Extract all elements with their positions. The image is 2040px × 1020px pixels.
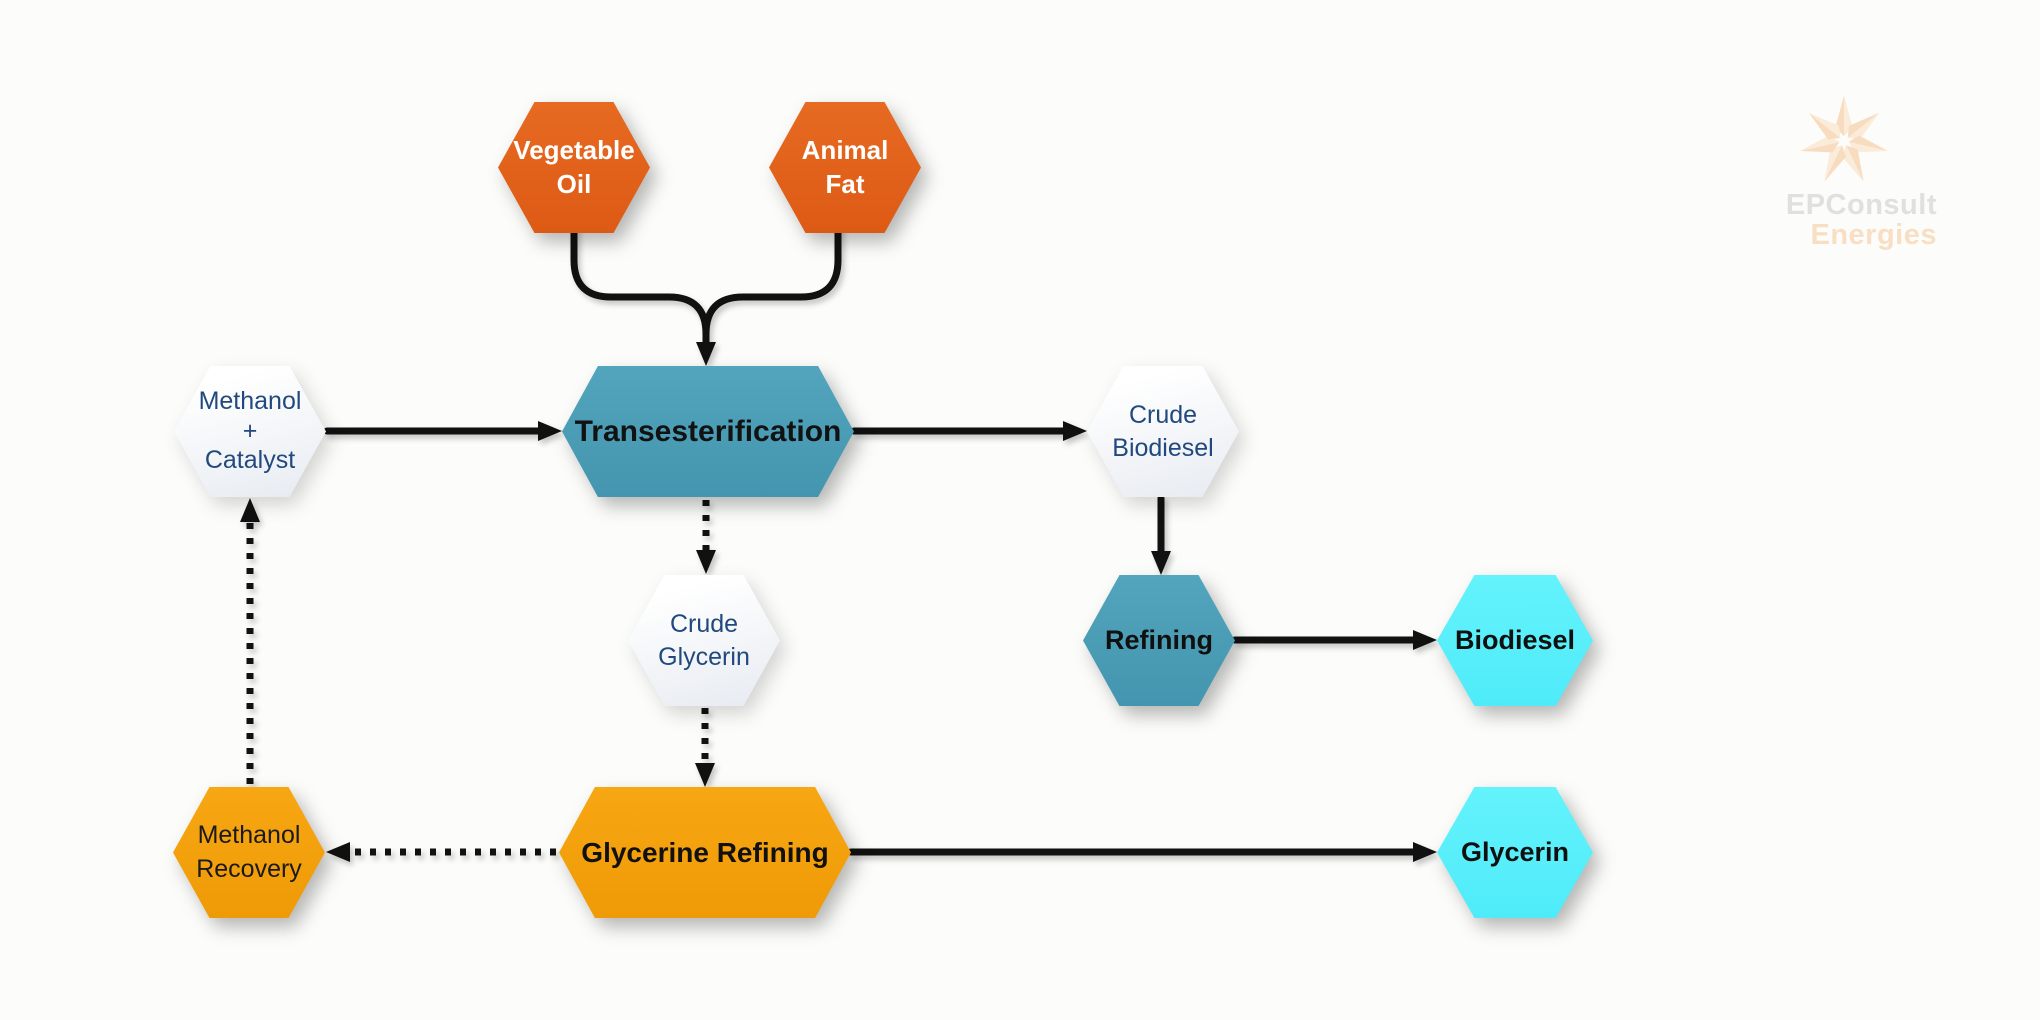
node-vegetable-oil: Vegetable Oil	[498, 102, 650, 233]
node-biodiesel-label: Biodiesel	[1454, 625, 1576, 655]
edge-vegetable-oil-to-merge	[570, 225, 710, 350]
node-glycerine-refining: Glycerine Refining	[559, 787, 851, 918]
node-methanol-recovery-label: Methanol Recovery	[196, 820, 302, 883]
node-crude-biodiesel-label: Crude Biodiesel	[1112, 401, 1214, 462]
node-transesterification-label: Transesterification	[574, 414, 842, 448]
node-glycerin: Glycerin	[1437, 787, 1593, 918]
node-methanol-recovery: Methanol Recovery	[173, 787, 325, 918]
node-methanol-catalyst-label: Methanol + Catalyst	[198, 387, 302, 475]
node-crude-glycerin-label: Crude Glycerin	[658, 610, 750, 671]
logo-text-line1: EPConsult	[1785, 189, 1937, 221]
node-refining: Refining	[1083, 575, 1235, 706]
node-crude-glycerin: Crude Glycerin	[628, 575, 780, 706]
node-glycerine-refining-label: Glycerine Refining	[581, 836, 829, 868]
logo-star-icon	[1799, 95, 1889, 182]
node-biodiesel: Biodiesel	[1437, 575, 1593, 706]
node-glycerin-label: Glycerin	[1460, 837, 1570, 867]
node-vegetable-oil-label: Vegetable Oil	[513, 134, 635, 199]
node-methanol-catalyst: Methanol + Catalyst	[174, 366, 326, 497]
logo-text-line2: Energies	[1810, 219, 1937, 251]
node-refining-label: Refining	[1105, 625, 1213, 655]
node-animal-fat: Animal Fat	[769, 102, 921, 233]
node-crude-biodiesel: Crude Biodiesel	[1087, 366, 1239, 497]
company-logo: EPConsult Energies	[1697, 88, 1937, 250]
node-transesterification: Transesterification	[562, 366, 854, 497]
edge-animal-fat-to-merge	[702, 225, 842, 350]
node-animal-fat-label: Animal Fat	[801, 134, 889, 199]
